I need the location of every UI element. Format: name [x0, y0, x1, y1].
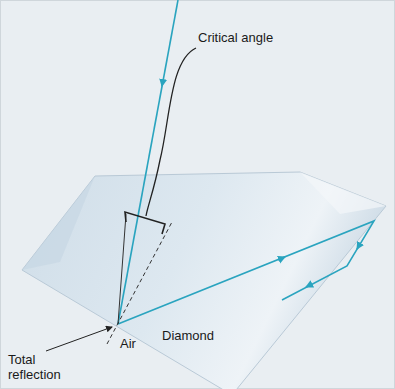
- critical-ray: [118, 214, 126, 324]
- leader-line: [146, 48, 196, 216]
- diamond-facet: [300, 172, 386, 214]
- callout-label: Total reflection: [8, 352, 72, 382]
- region-label: Diamond: [162, 328, 232, 343]
- callout-label: Critical angle: [198, 30, 308, 45]
- diamond-facet: [22, 176, 95, 270]
- light-ray: [118, 0, 374, 324]
- angle-bracket: [125, 212, 165, 234]
- leader-arrow: [46, 327, 112, 351]
- diamond-shape: [22, 172, 386, 389]
- region-label: Air: [120, 336, 150, 351]
- normal-line: [107, 222, 172, 344]
